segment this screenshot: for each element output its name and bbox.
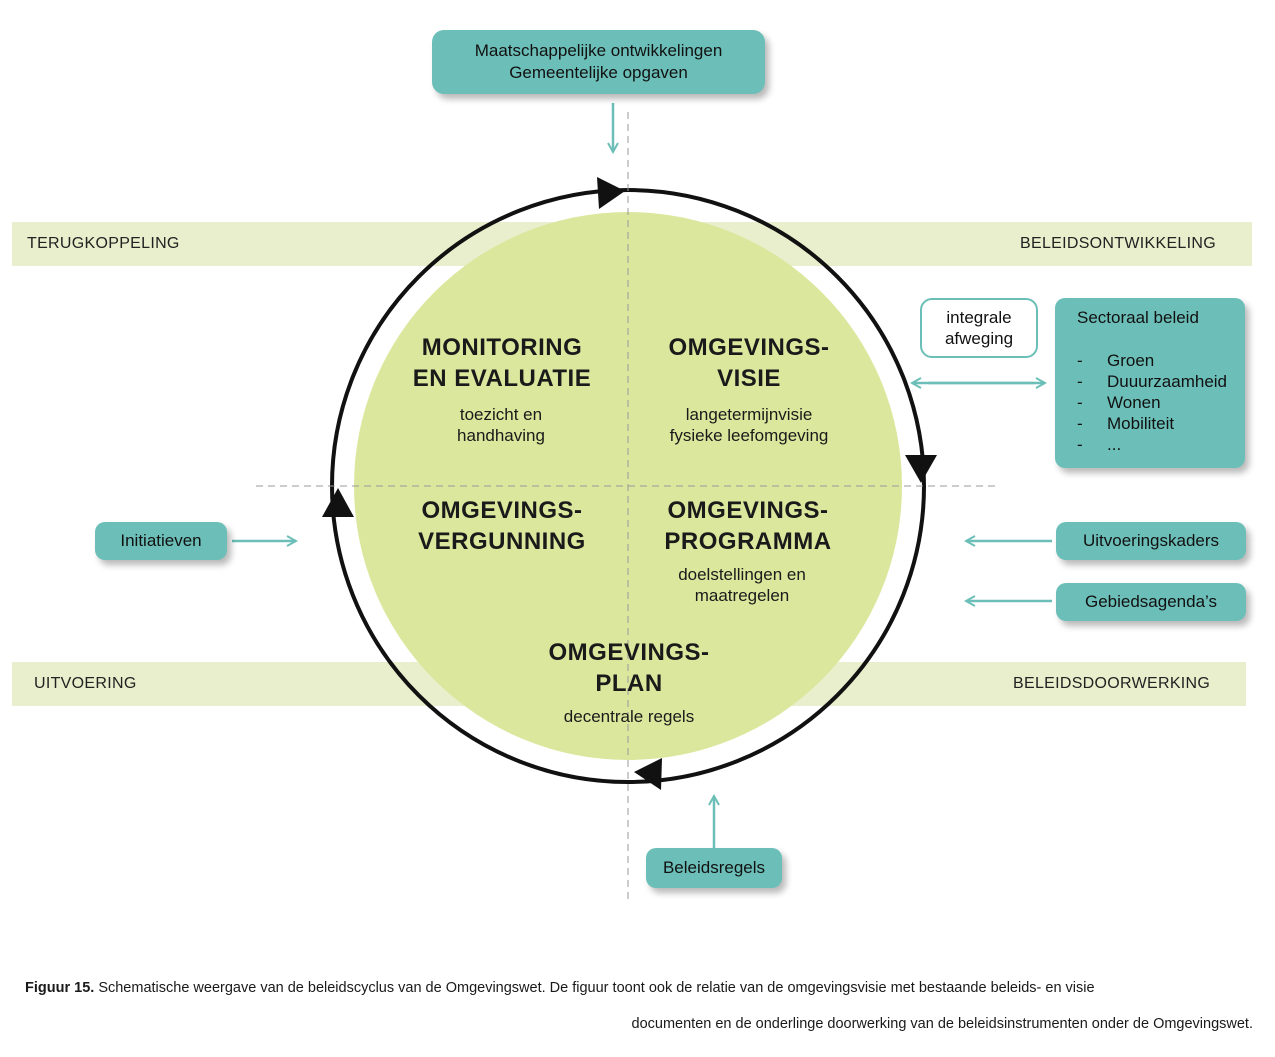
plan-title: OMGEVINGS- PLAN [519,637,739,699]
uitvoeringskaders-box: Uitvoeringskaders [1056,522,1246,560]
initiatieven-box: Initiatieven [95,522,227,560]
sectoraal-item: -Duuurzaamheid [1077,372,1228,391]
monitoring-sub1: toezicht en [459,405,543,424]
monitoring-sub2: handhaving [457,426,545,445]
programma-sub2: maatregelen [694,586,790,605]
top-box-line1: Maatschappelijke ontwikkelingen [474,41,723,60]
integrale-line1: integrale [946,308,1012,327]
plan-line1: OMGEVINGS- [548,639,710,666]
gebiedsagendas-box: Gebiedsagenda’s [1056,583,1246,621]
programma-sub1: doelstellingen en [678,565,806,584]
figure-caption-line1: Figuur 15. Schematische weergave van de … [25,980,1255,996]
beleidsregels-box: Beleidsregels [646,848,782,888]
plan-sub: decentrale regels [529,706,729,727]
top-box: Maatschappelijke ontwikkelingen Gemeente… [432,30,765,94]
sectoraal-list: -Groen -Duuurzaamheid -Wonen -Mobiliteit… [1077,350,1227,455]
label-beleidsontwikkeling: BELEIDSONTWIKKELING [1020,235,1216,252]
sectoraal-beleid-box: Sectoraal beleid -Groen -Duuurzaamheid -… [1055,298,1245,468]
sectoraal-item: -... [1077,435,1122,454]
monitoring-line1: MONITORING [421,334,583,361]
visie-sub2: fysieke leefomgeving [669,426,829,445]
cycle-arrow-right [905,455,937,483]
visie-sub1: langetermijnvisie [685,405,813,424]
plan-sub1: decentrale regels [563,707,695,726]
sectoraal-item: -Wonen [1077,393,1161,412]
quadrant-visie-title: OMGEVINGS- VISIE [639,332,859,394]
sectoraal-item: -Mobiliteit [1077,414,1175,433]
quadrant-visie-sub: langetermijnvisie fysieke leefomgeving [634,404,864,446]
label-uitvoering: UITVOERING [34,675,137,692]
caption-text1: Schematische weergave van de beleidscycl… [94,980,1095,996]
programma-line1: OMGEVINGS- [667,497,829,524]
sectoraal-title: Sectoraal beleid [1077,308,1199,327]
monitoring-line2: EN EVALUATIE [412,365,592,392]
cycle-arrow-left [322,488,354,517]
vergunning-line2: VERGUNNING [418,528,586,555]
quadrant-vergunning-title: OMGEVINGS- VERGUNNING [392,495,612,557]
vergunning-line1: OMGEVINGS- [421,497,583,524]
quadrant-programma-title: OMGEVINGS- PROGRAMMA [628,495,868,557]
sectoraal-item: -Groen [1077,351,1155,370]
label-terugkoppeling: TERUGKOPPELING [27,235,180,252]
label-beleidsdoorwerking: BELEIDSDOORWERKING [1013,675,1211,692]
integrale-line2: afweging [944,329,1014,348]
visie-line1: OMGEVINGS- [668,334,830,361]
figure-caption-line2: documenten en de onderlinge doorwerking … [631,1016,1253,1032]
plan-line2: PLAN [595,670,663,697]
cycle-arrow-bottom [634,758,662,790]
programma-line2: PROGRAMMA [664,528,832,555]
quadrant-monitoring-title: MONITORING EN EVALUATIE [392,332,612,394]
cycle-arrow-top [597,177,625,209]
visie-line2: VISIE [717,365,781,392]
top-box-line2: Gemeentelijke opgaven [509,63,688,82]
quadrant-programma-sub: doelstellingen en maatregelen [642,564,842,606]
quadrant-monitoring-sub: toezicht en handhaving [401,404,601,446]
integrale-afweging-box: integrale afweging [920,298,1038,358]
caption-label: Figuur 15. [25,980,95,996]
